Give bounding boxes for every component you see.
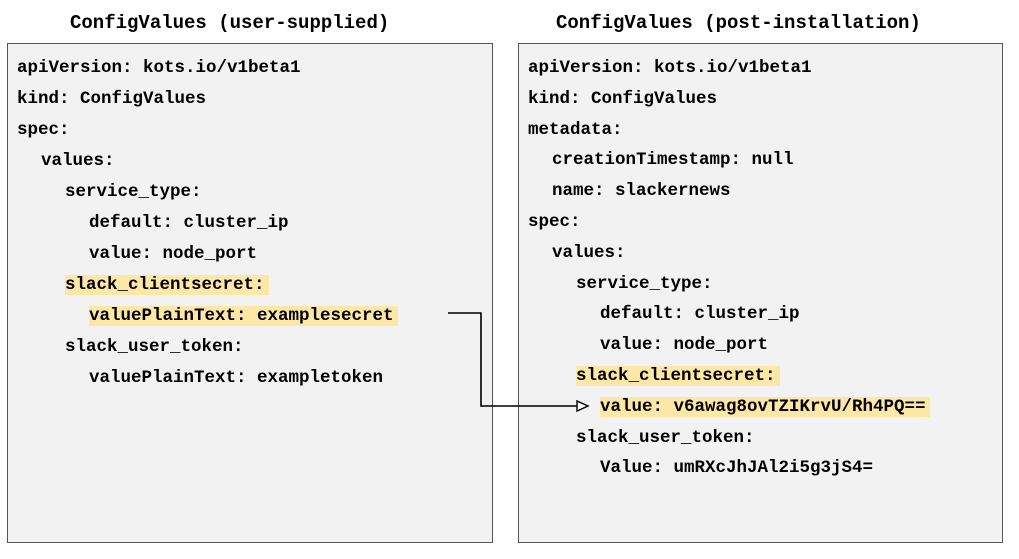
- code-text: creationTimestamp: null: [552, 150, 794, 171]
- code-text: spec:: [17, 120, 70, 140]
- code-line: slack_clientsecret:: [65, 272, 269, 298]
- code-text: kind: ConfigValues: [17, 89, 207, 109]
- highlighted-code-text: slack_clientsecret:: [576, 366, 780, 386]
- code-line: values:: [552, 240, 626, 266]
- code-text: name: slackernews: [552, 181, 731, 202]
- highlighted-code-text: slack_clientsecret:: [65, 275, 269, 295]
- code-text: values:: [552, 242, 626, 263]
- code-line: valuePlainText: examplesecret: [89, 303, 398, 329]
- code-text: Value: umRXcJhJAl2i5g3jS4=: [600, 458, 874, 479]
- code-line: value: node_port: [89, 241, 257, 267]
- code-text: metadata:: [528, 119, 623, 140]
- code-text: slack_user_token:: [576, 427, 755, 448]
- code-text: kind: ConfigValues: [528, 88, 718, 109]
- code-text: default: cluster_ip: [600, 304, 800, 325]
- code-line: default: cluster_ip: [600, 301, 800, 327]
- connector-arrowhead: [576, 399, 590, 413]
- code-text: spec:: [528, 212, 581, 232]
- left-panel-title: ConfigValues (user-supplied): [70, 12, 390, 34]
- code-line: value: v6awag8ovTZIKrvU/Rh4PQ==: [600, 394, 930, 420]
- code-line: spec:: [528, 209, 581, 235]
- code-text: apiVersion: kots.io/v1beta1: [528, 58, 812, 78]
- code-text: value: node_port: [600, 335, 769, 356]
- code-text: apiVersion: kots.io/v1beta1: [17, 58, 301, 78]
- right-panel-title: ConfigValues (post-installation): [556, 12, 921, 34]
- code-line: valuePlainText: exampletoken: [89, 365, 383, 391]
- code-text: valuePlainText: exampletoken: [89, 368, 384, 388]
- code-text: slack_user_token:: [65, 337, 244, 357]
- connector-line: [448, 312, 577, 407]
- highlighted-code-text: value: v6awag8ovTZIKrvU/Rh4PQ==: [600, 396, 930, 417]
- right-config-panel: apiVersion: kots.io/v1beta1 kind: ConfigV…: [518, 43, 1003, 543]
- left-config-panel: apiVersion: kots.io/v1beta1 kind: ConfigV…: [7, 43, 493, 543]
- code-line: values:: [41, 148, 115, 174]
- code-line: apiVersion: kots.io/v1beta1: [17, 55, 301, 81]
- code-line: spec:: [17, 117, 70, 143]
- code-line: default: cluster_ip: [89, 210, 289, 236]
- code-line: name: slackernews: [552, 178, 731, 204]
- code-line: kind: ConfigValues: [528, 86, 717, 112]
- code-line: value: node_port: [600, 332, 768, 358]
- code-line: slack_user_token:: [576, 425, 755, 451]
- code-text: service_type:: [576, 273, 713, 294]
- code-line: service_type:: [576, 271, 713, 297]
- code-line: service_type:: [65, 179, 202, 205]
- code-line: creationTimestamp: null: [552, 147, 794, 173]
- code-line: metadata:: [528, 117, 623, 143]
- code-line: slack_clientsecret:: [576, 363, 780, 389]
- code-text: value: node_port: [89, 244, 258, 264]
- highlighted-code-text: valuePlainText: examplesecret: [89, 306, 398, 326]
- code-line: Value: umRXcJhJAl2i5g3jS4=: [600, 455, 873, 481]
- code-text: values:: [41, 151, 115, 171]
- code-text: service_type:: [65, 182, 202, 202]
- code-line: slack_user_token:: [65, 334, 244, 360]
- code-line: kind: ConfigValues: [17, 86, 206, 112]
- code-line: apiVersion: kots.io/v1beta1: [528, 55, 812, 81]
- code-text: default: cluster_ip: [89, 213, 289, 233]
